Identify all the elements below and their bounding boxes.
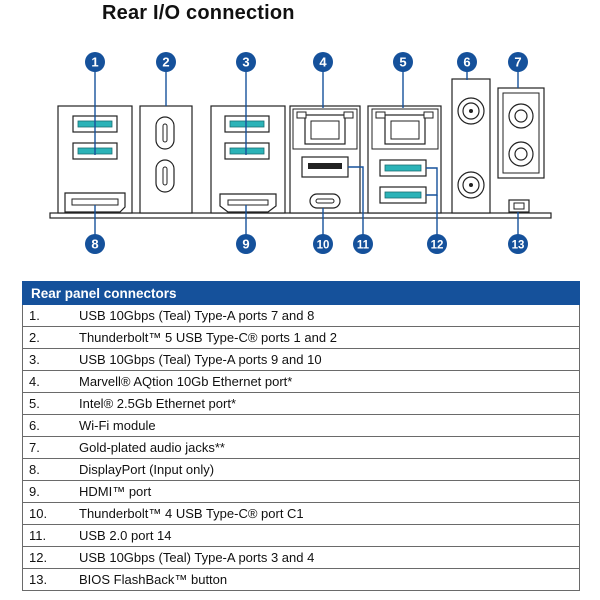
row-number: 13.	[22, 568, 73, 591]
callout-2: 2	[156, 52, 176, 72]
svg-text:3: 3	[242, 55, 249, 70]
table-row: 12.USB 10Gbps (Teal) Type-A ports 3 and …	[22, 546, 580, 569]
port-group-4-10-11	[289, 105, 361, 214]
svg-text:11: 11	[357, 240, 370, 252]
table-row: 4.Marvell® AQtion 10Gb Ethernet port*	[22, 370, 580, 393]
row-number: 5.	[22, 392, 73, 415]
table-header: Rear panel connectors	[22, 281, 580, 305]
row-description: USB 2.0 port 14	[73, 524, 580, 547]
row-description: Thunderbolt™ 5 USB Type-C® ports 1 and 2	[73, 326, 580, 349]
wifi-module	[451, 78, 491, 214]
svg-text:1: 1	[91, 55, 98, 70]
table-row: 3.USB 10Gbps (Teal) Type-A ports 9 and 1…	[22, 348, 580, 371]
row-number: 7.	[22, 436, 73, 459]
callout-9: 9	[236, 234, 256, 254]
table-row: 7.Gold-plated audio jacks**	[22, 436, 580, 459]
row-number: 2.	[22, 326, 73, 349]
port-group-2	[139, 105, 193, 214]
svg-text:7: 7	[514, 55, 521, 70]
leader-lines	[94, 70, 519, 235]
audio-jacks	[497, 87, 545, 179]
row-description: Wi-Fi module	[73, 414, 580, 437]
table-row: 9.HDMI™ port	[22, 480, 580, 503]
row-description: Thunderbolt™ 4 USB Type-C® port C1	[73, 502, 580, 525]
row-description: BIOS FlashBack™ button	[73, 568, 580, 591]
callout-13: 13	[508, 234, 528, 254]
callout-markers: 1 2 3 4 5 6 7 8 9 10 11 12 13	[85, 52, 528, 254]
svg-text:10: 10	[317, 240, 330, 252]
callout-10: 10	[313, 234, 333, 254]
bios-flashback-button	[508, 199, 530, 213]
svg-text:4: 4	[319, 55, 327, 70]
rear-io-diagram: 1 2 3 4 5 6 7 8 9 10 11 12 13	[49, 52, 552, 254]
row-number: 6.	[22, 414, 73, 437]
row-description: USB 10Gbps (Teal) Type-A ports 7 and 8	[73, 304, 580, 327]
rear-panel-connectors-table: Rear panel connectors 1.USB 10Gbps (Teal…	[22, 281, 580, 591]
table-row: 1.USB 10Gbps (Teal) Type-A ports 7 and 8	[22, 304, 580, 327]
svg-text:6: 6	[463, 55, 470, 70]
svg-text:5: 5	[399, 55, 406, 70]
callout-6: 6	[457, 52, 477, 72]
svg-text:9: 9	[242, 237, 249, 252]
callout-3: 3	[236, 52, 256, 72]
io-baseplate	[49, 212, 552, 219]
row-description: Marvell® AQtion 10Gb Ethernet port*	[73, 370, 580, 393]
callout-4: 4	[313, 52, 333, 72]
row-number: 11.	[22, 524, 73, 547]
row-number: 8.	[22, 458, 73, 481]
row-description: DisplayPort (Input only)	[73, 458, 580, 481]
svg-text:13: 13	[512, 240, 525, 252]
row-description: Gold-plated audio jacks**	[73, 436, 580, 459]
callout-11: 11	[353, 234, 373, 254]
port-group-5-12	[367, 105, 442, 214]
table-row: 8.DisplayPort (Input only)	[22, 458, 580, 481]
row-number: 12.	[22, 546, 73, 569]
row-description: USB 10Gbps (Teal) Type-A ports 3 and 4	[73, 546, 580, 569]
table-row: 11.USB 2.0 port 14	[22, 524, 580, 547]
row-description: Intel® 2.5Gb Ethernet port*	[73, 392, 580, 415]
callout-12: 12	[427, 234, 447, 254]
callout-1: 1	[85, 52, 105, 72]
callout-8: 8	[85, 234, 105, 254]
table-row: 10.Thunderbolt™ 4 USB Type-C® port C1	[22, 502, 580, 525]
diagram-title: Rear I/O connection	[102, 2, 295, 24]
table-body: 1.USB 10Gbps (Teal) Type-A ports 7 and 8…	[22, 304, 580, 591]
row-number: 4.	[22, 370, 73, 393]
row-description: USB 10Gbps (Teal) Type-A ports 9 and 10	[73, 348, 580, 371]
table-row: 5.Intel® 2.5Gb Ethernet port*	[22, 392, 580, 415]
row-number: 3.	[22, 348, 73, 371]
table-row: 13.BIOS FlashBack™ button	[22, 568, 580, 591]
svg-text:12: 12	[431, 240, 444, 252]
row-number: 1.	[22, 304, 73, 327]
callout-7: 7	[508, 52, 528, 72]
table-row: 6.Wi-Fi module	[22, 414, 580, 437]
callout-5: 5	[393, 52, 413, 72]
svg-text:2: 2	[162, 55, 169, 70]
port-group-3-9	[210, 105, 286, 214]
svg-text:8: 8	[91, 237, 98, 252]
row-number: 10.	[22, 502, 73, 525]
table-row: 2.Thunderbolt™ 5 USB Type-C® ports 1 and…	[22, 326, 580, 349]
row-number: 9.	[22, 480, 73, 503]
row-description: HDMI™ port	[73, 480, 580, 503]
